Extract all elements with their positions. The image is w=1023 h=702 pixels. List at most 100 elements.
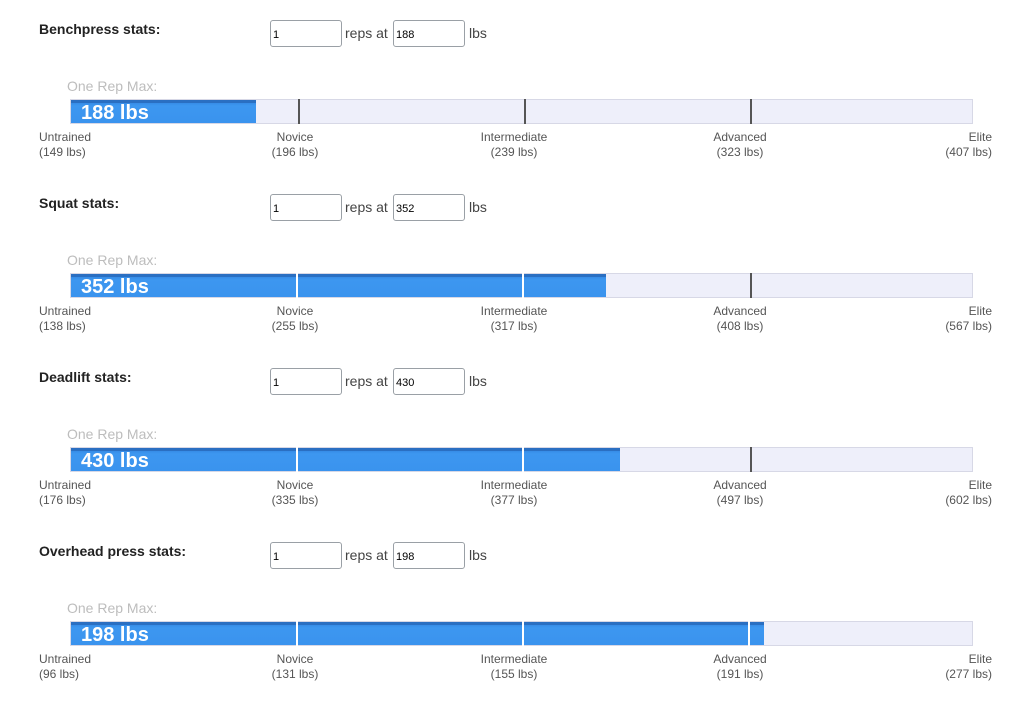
level-name: Untrained (39, 652, 92, 666)
level-name: Untrained (39, 478, 92, 492)
advanced-tick (748, 621, 750, 646)
advanced-tick (750, 99, 752, 124)
lift-title: Benchpress stats: (39, 21, 161, 37)
level-novice: Novice(131 lbs) (255, 652, 335, 682)
level-threshold: (155 lbs) (490, 667, 538, 681)
level-name: Elite (968, 304, 992, 318)
intermediate-tick (522, 273, 524, 298)
level-name: Intermediate (480, 130, 548, 144)
level-advanced: Advanced(191 lbs) (700, 652, 780, 682)
intermediate-tick (522, 447, 524, 472)
reps-at-label: reps at (345, 547, 388, 563)
level-name: Untrained (39, 130, 92, 144)
weight-input[interactable] (393, 194, 465, 221)
level-name: Untrained (39, 304, 92, 318)
level-name: Elite (968, 652, 992, 666)
reps-at-label: reps at (345, 25, 388, 41)
lift-title: Overhead press stats: (39, 543, 187, 559)
lift-section-deadlift: Deadlift stats: reps at lbs One Rep Max:… (0, 348, 1023, 522)
level-threshold: (255 lbs) (271, 319, 319, 333)
level-elite: Elite(277 lbs) (945, 652, 992, 682)
strength-level-bar: 430 lbs (70, 447, 973, 472)
reps-input[interactable] (270, 368, 342, 395)
level-name: Intermediate (480, 478, 548, 492)
lbs-label: lbs (469, 547, 487, 563)
level-untrained: Untrained(149 lbs) (39, 130, 91, 160)
weight-input[interactable] (393, 20, 465, 47)
level-name: Novice (276, 304, 314, 318)
level-elite: Elite(407 lbs) (945, 130, 992, 160)
lift-title: Deadlift stats: (39, 369, 132, 385)
reps-input[interactable] (270, 542, 342, 569)
one-rep-max-value: 430 lbs (81, 450, 149, 472)
level-threshold: (567 lbs) (945, 319, 992, 333)
one-rep-max-label: One Rep Max: (67, 600, 158, 616)
level-threshold: (317 lbs) (490, 319, 538, 333)
one-rep-max-label: One Rep Max: (67, 78, 158, 94)
level-novice: Novice(196 lbs) (255, 130, 335, 160)
lbs-label: lbs (469, 199, 487, 215)
one-rep-max-label: One Rep Max: (67, 426, 158, 442)
lift-section-squat: Squat stats: reps at lbs One Rep Max: 35… (0, 174, 1023, 348)
weight-input[interactable] (393, 368, 465, 395)
reps-input[interactable] (270, 194, 342, 221)
one-rep-max-value: 352 lbs (81, 276, 149, 298)
level-intermediate: Intermediate(317 lbs) (474, 304, 554, 334)
level-name: Intermediate (480, 652, 548, 666)
level-name: Novice (276, 478, 314, 492)
weight-input[interactable] (393, 542, 465, 569)
level-threshold: (149 lbs) (39, 145, 86, 159)
level-threshold: (96 lbs) (39, 667, 80, 681)
intermediate-tick (522, 621, 524, 646)
level-novice: Novice(335 lbs) (255, 478, 335, 508)
level-novice: Novice(255 lbs) (255, 304, 335, 334)
level-untrained: Untrained(176 lbs) (39, 478, 91, 508)
advanced-tick (750, 447, 752, 472)
level-advanced: Advanced(408 lbs) (700, 304, 780, 334)
level-name: Elite (968, 130, 992, 144)
one-rep-max-value: 188 lbs (81, 102, 149, 124)
reps-at-label: reps at (345, 199, 388, 215)
novice-tick (296, 273, 298, 298)
one-rep-max-bar-fill (71, 622, 764, 645)
level-threshold: (176 lbs) (39, 493, 86, 507)
lbs-label: lbs (469, 373, 487, 389)
novice-tick (298, 99, 300, 124)
reps-at-label: reps at (345, 373, 388, 389)
level-threshold: (191 lbs) (716, 667, 764, 681)
level-advanced: Advanced(497 lbs) (700, 478, 780, 508)
novice-tick (296, 621, 298, 646)
level-threshold: (138 lbs) (39, 319, 86, 333)
novice-tick (296, 447, 298, 472)
level-elite: Elite(567 lbs) (945, 304, 992, 334)
level-name: Advanced (713, 478, 767, 492)
level-intermediate: Intermediate(155 lbs) (474, 652, 554, 682)
level-threshold: (277 lbs) (945, 667, 992, 681)
level-elite: Elite(602 lbs) (945, 478, 992, 508)
level-name: Novice (276, 130, 314, 144)
one-rep-max-label: One Rep Max: (67, 252, 158, 268)
level-threshold: (335 lbs) (271, 493, 319, 507)
one-rep-max-bar-fill (71, 448, 620, 471)
level-threshold: (497 lbs) (716, 493, 764, 507)
level-threshold: (407 lbs) (945, 145, 992, 159)
one-rep-max-value: 198 lbs (81, 624, 149, 646)
level-intermediate: Intermediate(239 lbs) (474, 130, 554, 160)
level-threshold: (131 lbs) (271, 667, 319, 681)
reps-input[interactable] (270, 20, 342, 47)
level-threshold: (602 lbs) (945, 493, 992, 507)
level-threshold: (239 lbs) (490, 145, 538, 159)
level-threshold: (408 lbs) (716, 319, 764, 333)
strength-level-bar: 352 lbs (70, 273, 973, 298)
strength-level-bar: 188 lbs (70, 99, 973, 124)
lift-title: Squat stats: (39, 195, 120, 211)
level-threshold: (196 lbs) (271, 145, 319, 159)
one-rep-max-bar-fill (71, 100, 256, 123)
level-advanced: Advanced(323 lbs) (700, 130, 780, 160)
level-name: Advanced (713, 304, 767, 318)
lift-section-benchpress: Benchpress stats: reps at lbs One Rep Ma… (0, 0, 1023, 174)
advanced-tick (750, 273, 752, 298)
level-untrained: Untrained(138 lbs) (39, 304, 91, 334)
level-name: Novice (276, 652, 314, 666)
one-rep-max-bar-fill (71, 274, 607, 297)
